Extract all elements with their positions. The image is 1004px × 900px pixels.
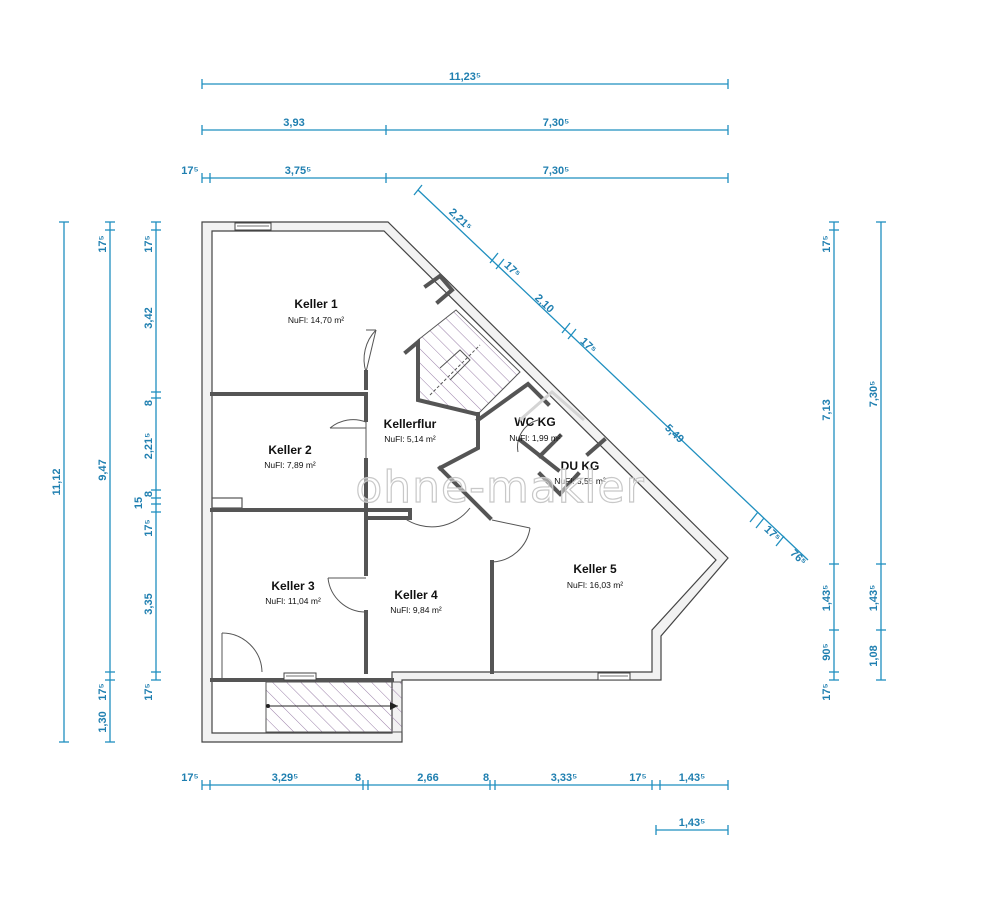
room-area-keller-4: NuFl: 9,84 m²: [390, 605, 442, 615]
doors: [221, 329, 539, 680]
room-name-keller-5: Keller 5: [573, 562, 617, 576]
dim-label: 1,43⁵: [679, 772, 706, 784]
dim-label: 8: [143, 400, 155, 406]
dim-label: 3,42: [143, 307, 155, 328]
dim-label: 17⁵: [629, 772, 646, 784]
dim-label: 17⁵: [821, 683, 833, 700]
dim-label: 1,30: [97, 711, 109, 732]
dim-label: 3,93: [283, 117, 304, 129]
dim-label: 1,43⁵: [679, 817, 706, 829]
dim-label: 7,30⁵: [868, 381, 880, 408]
room-area-keller-5: NuFl: 16,03 m²: [567, 580, 623, 590]
dimension-lines-top: 11,23⁵ 3,93 7,30⁵ 17⁵ 3,75⁵ 7,30⁵: [181, 71, 729, 183]
room-name-wc-kg: WC KG: [514, 415, 555, 429]
room-area-du-kg: NuFl: 3,55 m²: [554, 476, 606, 486]
dim-label: 9,47: [97, 459, 109, 480]
dim-label: 17⁵: [821, 235, 833, 252]
room-name-du-kg: DU KG: [561, 459, 600, 473]
dim-label: 7,30⁵: [543, 165, 570, 177]
dim-label: 90⁵: [821, 643, 833, 660]
room-name-keller-3: Keller 3: [271, 579, 315, 593]
room-name-keller-1: Keller 1: [294, 297, 338, 311]
dim-label: 1,08: [868, 645, 880, 666]
dim-label: 2,66: [417, 772, 438, 784]
dim-label: 17⁵: [97, 683, 109, 700]
dim-label: 17⁵: [143, 683, 155, 700]
dim-label: 2,21⁵: [143, 433, 155, 460]
dimension-lines-left: 11,12 17⁵ 9,47 1,30 17⁵ 17⁵ 3,42 8 2,21⁵…: [51, 221, 161, 743]
dim-label: 8: [143, 491, 155, 497]
room-name-kellerflur: Kellerflur: [384, 417, 437, 431]
dim-label: 8: [483, 772, 489, 784]
dim-label: 3,35: [143, 593, 155, 614]
dim-label: 2,10: [532, 292, 556, 315]
dim-label: 15: [133, 497, 145, 509]
dim-label: 17⁵: [578, 335, 599, 356]
dim-label: 5,49: [662, 422, 686, 445]
entrance-stair: [265, 681, 403, 733]
room-area-keller-3: NuFl: 11,04 m²: [265, 596, 321, 606]
room-area-wc-kg: NuFl: 1,99 m²: [509, 433, 561, 443]
dim-label: 8: [355, 772, 361, 784]
room-name-keller-4: Keller 4: [394, 588, 438, 602]
dim-label: 7,13: [821, 399, 833, 420]
dim-label: 11,12: [51, 469, 63, 496]
dim-label: 17⁵: [143, 235, 155, 252]
room-name-keller-2: Keller 2: [268, 443, 312, 457]
dim-label: 17⁵: [97, 235, 109, 252]
room-labels: Keller 1 NuFl: 14,70 m² Keller 2 NuFl: 7…: [264, 297, 623, 615]
dim-label: 1,43⁵: [868, 585, 880, 612]
dim-label: 11,23⁵: [449, 71, 481, 83]
dim-label: 1,43⁵: [821, 585, 833, 612]
dim-label: 17⁵: [143, 519, 155, 536]
dim-label: 3,29⁵: [272, 772, 299, 784]
watermark-text: ohne-makler: [355, 462, 644, 513]
room-area-keller-2: NuFl: 7,89 m²: [264, 460, 316, 470]
interior-walls: [210, 222, 631, 681]
room-area-kellerflur: NuFl: 5,14 m²: [384, 434, 436, 444]
watermark-logo: ohne-makler: [355, 390, 644, 514]
dim-label: 17⁵: [502, 259, 523, 280]
dimension-lines-bottom: 17⁵ 3,29⁵ 8 2,66 8 3,33⁵ 17⁵ 1,43⁵ 1,43⁵: [181, 772, 729, 835]
dimension-lines-right: 17⁵ 7,13 1,43⁵ 90⁵ 17⁵ 7,30⁵ 1,43⁵ 1,08: [821, 221, 886, 701]
dim-label: 17⁵: [181, 772, 198, 784]
dim-label: 7,30⁵: [543, 117, 570, 129]
room-area-keller-1: NuFl: 14,70 m²: [288, 315, 344, 325]
dim-label: 76⁵: [788, 547, 809, 568]
dim-label: 3,75⁵: [285, 165, 312, 177]
dim-label: 17⁵: [181, 165, 198, 177]
dim-label: 3,33⁵: [551, 772, 578, 784]
